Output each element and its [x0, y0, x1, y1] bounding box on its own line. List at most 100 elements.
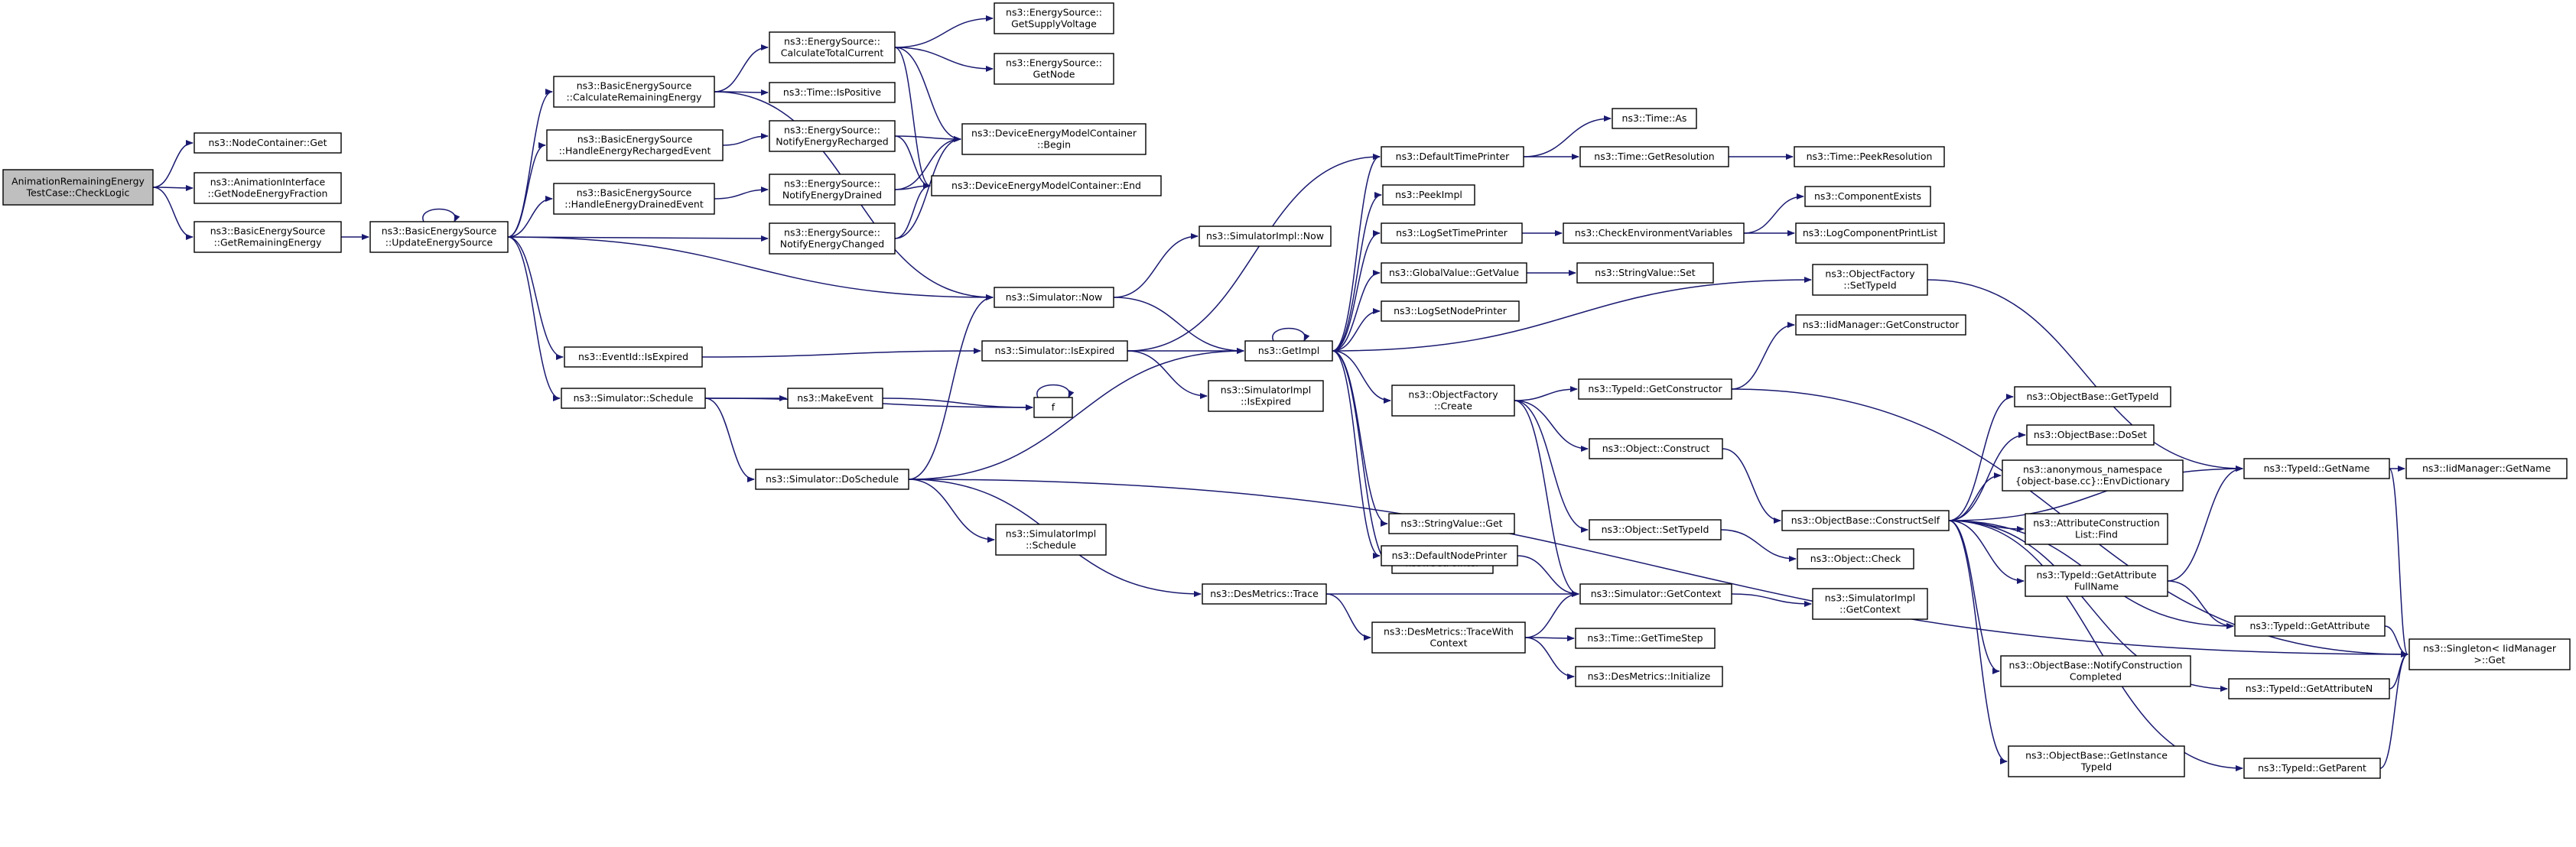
node-ns3-globalvalue-getvalue[interactable]: ns3::GlobalValue::GetValue [1381, 262, 1527, 284]
node-ns3-basicenergysource-getremainingenergy[interactable]: ns3::BasicEnergySource::GetRemainingEner… [194, 221, 342, 253]
node-animationremainingenergy-testcase-checklogic[interactable]: AnimationRemainingEnergyTestCase::CheckL… [2, 169, 154, 206]
node-ns3-eventid-isexpired[interactable]: ns3::EventId::IsExpired [564, 346, 703, 368]
call-edge [1332, 230, 1381, 352]
node-ns3-objectbase-gettypeid[interactable]: ns3::ObjectBase::GetTypeId [2014, 386, 2171, 407]
node-ns3-stringvalue-get[interactable]: ns3::StringValue::Get [1388, 513, 1515, 534]
node-ns3-object-construct[interactable]: ns3::Object::Construct [1589, 438, 1723, 459]
call-edge [1524, 591, 1579, 638]
node-box [2025, 513, 2168, 545]
node-ns3-nodecontainer-get[interactable]: ns3::NodeContainer::Get [194, 132, 342, 154]
node-ns3-desmetrics-trace[interactable]: ns3::DesMetrics::Trace [1202, 583, 1327, 605]
node-ns3-singleton-iidmanager-get[interactable]: ns3::Singleton< IidManager>::Get [2408, 638, 2571, 670]
node-ns3-simulatorimpl-schedule[interactable]: ns3::SimulatorImpl::Schedule [995, 524, 1107, 556]
node-ns3-defaultnodeprinter[interactable]: ns3::DefaultNodePrinter [1381, 545, 1518, 566]
node-ns3-energysource-getnode[interactable]: ns3::EnergySource::GetNode [994, 53, 1114, 85]
node-ns3-iidmanager-getconstructor[interactable]: ns3::IidManager::GetConstructor [1795, 314, 1966, 336]
node-ns3-simulator-isexpired[interactable]: ns3::Simulator::IsExpired [981, 340, 1128, 362]
node-ns3-basicenergysource-handleenergyrechargedevent[interactable]: ns3::BasicEnergySource::HandleEnergyRech… [546, 129, 724, 161]
node-ns3-time-ispositive[interactable]: ns3::Time::IsPositive [769, 82, 896, 103]
call-edge [1325, 593, 1371, 641]
node-ns3-logsetnodeprinter[interactable]: ns3::LogSetNodePrinter [1381, 300, 1520, 322]
node-ns3-makeevent[interactable]: ns3::MakeEvent [787, 388, 883, 409]
node-ns3-time-peekresolution[interactable]: ns3::Time::PeekResolution [1794, 146, 1945, 167]
node-ns3-time-as[interactable]: ns3::Time::As [1612, 108, 1697, 129]
node-box [2405, 458, 2568, 479]
node-ns3-defaulttimeprinter[interactable]: ns3::DefaultTimePrinter [1381, 146, 1524, 167]
node-f[interactable]: f [1033, 397, 1073, 418]
call-edge [1514, 386, 1578, 401]
node-ns3-objectfactory-settypeid[interactable]: ns3::ObjectFactory::SetTypeId [1812, 264, 1928, 296]
node-ns3-object-settypeid[interactable]: ns3::Object::SetTypeId [1589, 519, 1722, 540]
node-ns3-energysource-notifyenergychanged[interactable]: ns3::EnergySource::NotifyEnergyChanged [769, 222, 896, 255]
node-ns3-simulatorimpl-now[interactable]: ns3::SimulatorImpl::Now [1199, 226, 1332, 247]
node-ns3-checkenvironmentvariables[interactable]: ns3::CheckEnvironmentVariables [1563, 222, 1745, 244]
node-label: ns3::Singleton< IidManager [2423, 643, 2557, 654]
node-ns3-typeid-getattribute[interactable]: ns3::TypeId::GetAttribute [2234, 615, 2386, 637]
node-ns3-object-check[interactable]: ns3::Object::Check [1797, 548, 1914, 570]
call-edge [1332, 350, 1388, 527]
node-ns3-stringvalue-set[interactable]: ns3::StringValue::Set [1576, 262, 1714, 284]
node-box [994, 2, 1114, 34]
node-ns3-desmetrics-initialize[interactable]: ns3::DesMetrics::Initialize [1575, 666, 1723, 687]
node-label: ns3::ObjectFactory [1825, 268, 1915, 280]
node-ns3-simulator-getcontext[interactable]: ns3::Simulator::GetContext [1579, 583, 1732, 605]
node-label: ns3::Time::GetTimeStep [1587, 632, 1703, 644]
node-ns3-objectbase-doset[interactable]: ns3::ObjectBase::DoSet [2026, 424, 2155, 446]
node-ns3-basicenergysource-updateenergysource[interactable]: ns3::BasicEnergySource::UpdateEnergySour… [369, 221, 509, 253]
node-ns3-time-getresolution[interactable]: ns3::Time::GetResolution [1579, 146, 1729, 167]
node-ns3-typeid-getconstructor[interactable]: ns3::TypeId::GetConstructor [1578, 378, 1732, 400]
node-ns3-animationinterface-getnodeenergyfraction[interactable]: ns3::AnimationInterface::GetNodeEnergyFr… [194, 172, 342, 204]
node-ns3-objectfactory-create[interactable]: ns3::ObjectFactory::Create [1391, 385, 1515, 417]
node-ns3-typeid-getattributen[interactable]: ns3::TypeId::GetAttributeN [2228, 678, 2390, 699]
node-label: ns3::TypeId::GetAttribute [2036, 570, 2156, 581]
node-box [1381, 300, 1520, 322]
node-ns3-anonymous-namespace-object-base-cc-envdictionary[interactable]: ns3::anonymous_namespace{object-base.cc}… [2002, 459, 2184, 492]
node-ns3-simulator-schedule[interactable]: ns3::Simulator::Schedule [561, 388, 706, 409]
node-ns3-energysource-notifyenergydrained[interactable]: ns3::EnergySource::NotifyEnergyDrained [769, 174, 896, 206]
node-ns3-iidmanager-getname[interactable]: ns3::IidManager::GetName [2405, 458, 2568, 479]
node-ns3-objectbase-constructself[interactable]: ns3::ObjectBase::ConstructSelf [1781, 510, 1950, 531]
node-label: ns3::DefaultTimePrinter [1396, 151, 1511, 162]
node-box [981, 340, 1128, 362]
node-ns3-basicenergysource-handleenergydrainedevent[interactable]: ns3::BasicEnergySource::HandleEnergyDrai… [553, 183, 715, 215]
node-ns3-logcomponentprintlist[interactable]: ns3::LogComponentPrintList [1795, 222, 1945, 244]
node-ns3-typeid-getparent[interactable]: ns3::TypeId::GetParent [2243, 758, 2381, 779]
call-edge [2389, 468, 2408, 657]
node-ns3-energysource-getsupplyvoltage[interactable]: ns3::EnergySource::GetSupplyVoltage [994, 2, 1114, 34]
node-ns3-typeid-getname[interactable]: ns3::TypeId::GetName [2243, 458, 2390, 479]
node-ns3-peekimpl[interactable]: ns3::PeekImpl [1382, 184, 1475, 206]
node-ns3-deviceenergymodelcontainer-begin[interactable]: ns3::DeviceEnergyModelContainer::Begin [961, 123, 1147, 155]
node-label: ns3::BasicEnergySource [577, 187, 692, 199]
node-label: ::Create [1434, 401, 1472, 412]
node-ns3-simulatorimpl-getcontext[interactable]: ns3::SimulatorImpl::GetContext [1812, 588, 1928, 620]
node-ns3-energysource-notifyenergyrecharged[interactable]: ns3::EnergySource::NotifyEnergyRecharged [769, 120, 896, 152]
node-ns3-simulator-now[interactable]: ns3::Simulator::Now [994, 287, 1114, 308]
call-edge [152, 184, 194, 191]
node-ns3-logsettimeprinter[interactable]: ns3::LogSetTimePrinter [1381, 222, 1523, 244]
node-ns3-componentexists[interactable]: ns3::ComponentExists [1804, 186, 1931, 207]
node-ns3-simulatorimpl-isexpired[interactable]: ns3::SimulatorImpl::IsExpired [1208, 380, 1324, 412]
call-edge [1127, 350, 1208, 399]
call-edge [1948, 520, 2025, 584]
node-ns3-getimpl[interactable]: ns3::GetImpl [1244, 340, 1333, 362]
node-label: Completed [2070, 671, 2122, 683]
node-ns3-time-gettimestep[interactable]: ns3::Time::GetTimeStep [1575, 628, 1716, 649]
node-label: ns3::DefaultNodePrinter [1392, 550, 1508, 561]
node-label: ns3::Simulator::GetContext [1591, 588, 1722, 599]
node-ns3-energysource-calculatetotalcurrent[interactable]: ns3::EnergySource::CalculateTotalCurrent [769, 31, 896, 63]
node-label: ns3::Simulator::IsExpired [995, 345, 1115, 356]
node-box [2008, 745, 2185, 777]
node-ns3-simulator-doschedule[interactable]: ns3::Simulator::DoSchedule [755, 469, 909, 490]
node-ns3-basicenergysource-calculateremainingenergy[interactable]: ns3::BasicEnergySource::CalculateRemaini… [553, 76, 715, 108]
call-edge [2167, 580, 2234, 629]
call-edge [714, 44, 769, 92]
node-box [1563, 222, 1745, 244]
call-edge [1332, 308, 1381, 352]
call-edge [1332, 154, 1381, 352]
node-ns3-deviceenergymodelcontainer-end[interactable]: ns3::DeviceEnergyModelContainer::End [931, 175, 1162, 196]
node-ns3-objectbase-notifyconstruction-completed[interactable]: ns3::ObjectBase::NotifyConstructionCompl… [2000, 655, 2191, 687]
